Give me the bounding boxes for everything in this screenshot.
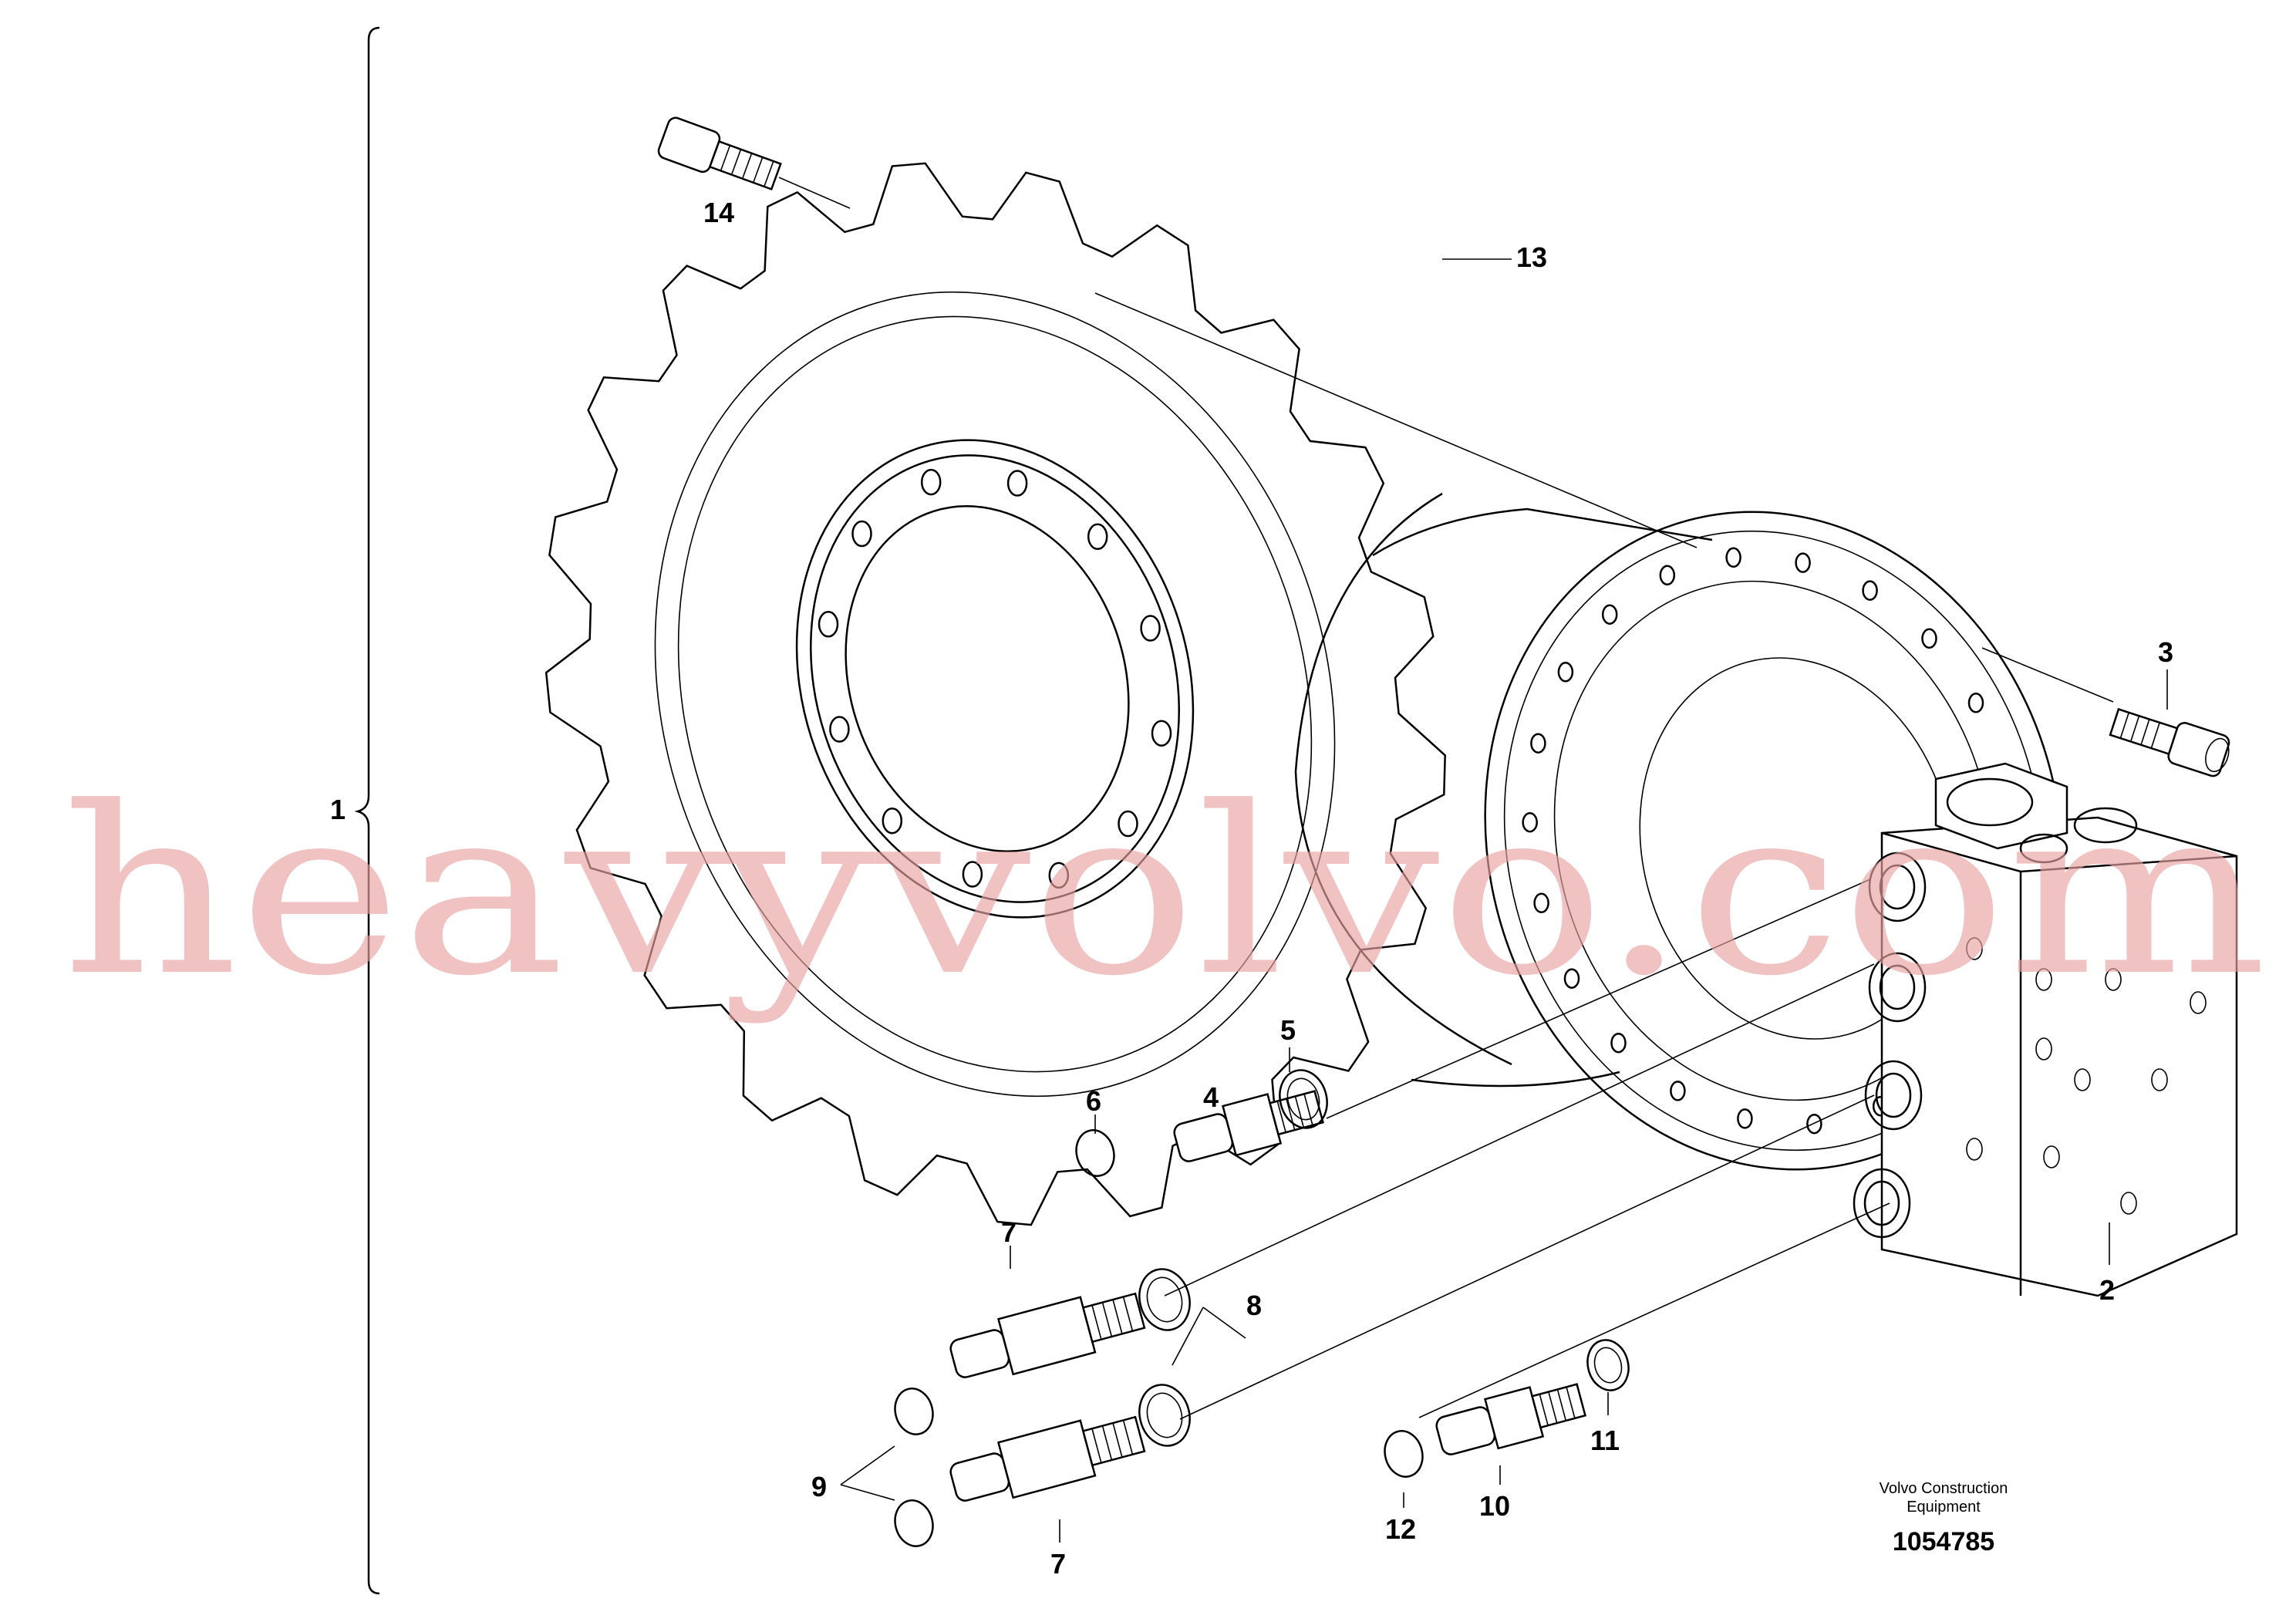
adapter-7-lower	[949, 1415, 1146, 1502]
o-ring-9-lower	[894, 1499, 934, 1547]
callout-12: 12	[1385, 1513, 1416, 1545]
bolt-14	[657, 116, 782, 191]
bolt-hole	[962, 861, 983, 888]
bolt-hole	[1048, 862, 1070, 889]
bolt-hole	[851, 520, 872, 548]
group-bracket	[354, 26, 380, 1595]
callout-3: 3	[2158, 636, 2173, 668]
callout-8: 8	[1246, 1290, 1262, 1321]
bolt-hole	[1967, 693, 1984, 713]
bolt-hole	[1118, 810, 1138, 838]
sprocket	[544, 162, 1446, 1226]
valve-port	[1864, 1060, 1923, 1131]
bolt-hole	[1725, 547, 1741, 568]
callout-11: 11	[1590, 1425, 1620, 1456]
seal-ring-8-lower	[1138, 1384, 1191, 1447]
bolt-hole	[1806, 1113, 1822, 1135]
bolt-hole	[829, 716, 850, 743]
bolt-hole	[920, 468, 942, 496]
adapter-7-upper	[949, 1292, 1146, 1378]
block-hole	[2074, 1068, 2091, 1091]
bolt-hole	[1610, 1032, 1627, 1054]
block-hole	[2043, 1145, 2060, 1168]
bolt-hole	[1659, 565, 1676, 586]
bolt-hole	[1140, 615, 1161, 642]
valve-port	[1868, 952, 1927, 1023]
valve-port	[1863, 1180, 1900, 1226]
leader-lines	[778, 177, 2168, 1543]
bolt-hole	[1151, 720, 1172, 747]
seal-ring-5	[1279, 1069, 1328, 1129]
block-hole	[2105, 968, 2122, 991]
callout-6: 6	[1086, 1085, 1101, 1117]
block-hole	[2190, 991, 2207, 1014]
bolt-hole	[1601, 604, 1618, 625]
valve-port	[1879, 864, 1916, 910]
valve-port	[1868, 851, 1927, 922]
block-hole	[1966, 1138, 1983, 1161]
block-hole	[1966, 937, 1983, 960]
valve-port	[1879, 964, 1916, 1010]
seal-ring-8-upper	[1138, 1268, 1191, 1331]
bolt-hole	[818, 611, 839, 638]
o-ring-12	[1384, 1430, 1424, 1478]
travel-motor-housing	[1294, 492, 2238, 1297]
bolt-hole	[1530, 733, 1546, 754]
bolt-hole	[1563, 968, 1580, 989]
callout-13: 13	[1516, 241, 1547, 273]
callout-5: 5	[1280, 1014, 1296, 1046]
bolt-hole	[1921, 628, 1937, 649]
callout-7-lower: 7	[1050, 1548, 1066, 1580]
caption-company-line2: Equipment	[1907, 1499, 1981, 1516]
valve-port	[1875, 1072, 1912, 1118]
drawing-reference-number: 1054785	[1893, 1527, 1994, 1556]
callout-10: 10	[1479, 1490, 1510, 1522]
callout-1: 1	[330, 794, 346, 825]
callout-9: 9	[811, 1471, 827, 1502]
bolt-hole	[1087, 523, 1108, 551]
block-hole	[2035, 968, 2052, 991]
bolt-hole	[1006, 470, 1028, 497]
callout-2: 2	[2099, 1274, 2115, 1306]
block-hole	[2035, 1037, 2052, 1061]
block-hole	[2120, 1192, 2137, 1215]
watermark-text: heavyvolvo.com	[62, 757, 2267, 1027]
callout-14: 14	[703, 197, 734, 228]
fitting-10	[1435, 1383, 1586, 1455]
bolt-hole	[1522, 811, 1538, 833]
bolt-hole	[882, 807, 903, 835]
bolt-hole	[1862, 580, 1878, 601]
bolt-hole	[1737, 1108, 1753, 1129]
callout-4: 4	[1203, 1081, 1219, 1113]
o-ring-6	[1075, 1129, 1115, 1177]
valve-port	[1853, 1168, 1911, 1239]
bolt-hole	[1670, 1081, 1686, 1101]
bolt-3	[2109, 707, 2230, 777]
bolt-hole	[1533, 892, 1549, 914]
seal-ring-11	[1586, 1339, 1630, 1391]
caption-company-line1: Volvo Construction	[1880, 1480, 2008, 1497]
bolt-hole	[1557, 662, 1574, 683]
fitting-4	[1173, 1090, 1324, 1162]
callout-7-upper: 7	[1001, 1216, 1017, 1248]
bolt-hole	[1795, 552, 1811, 573]
o-ring-9-upper	[894, 1388, 934, 1435]
block-hole	[2151, 1068, 2168, 1091]
